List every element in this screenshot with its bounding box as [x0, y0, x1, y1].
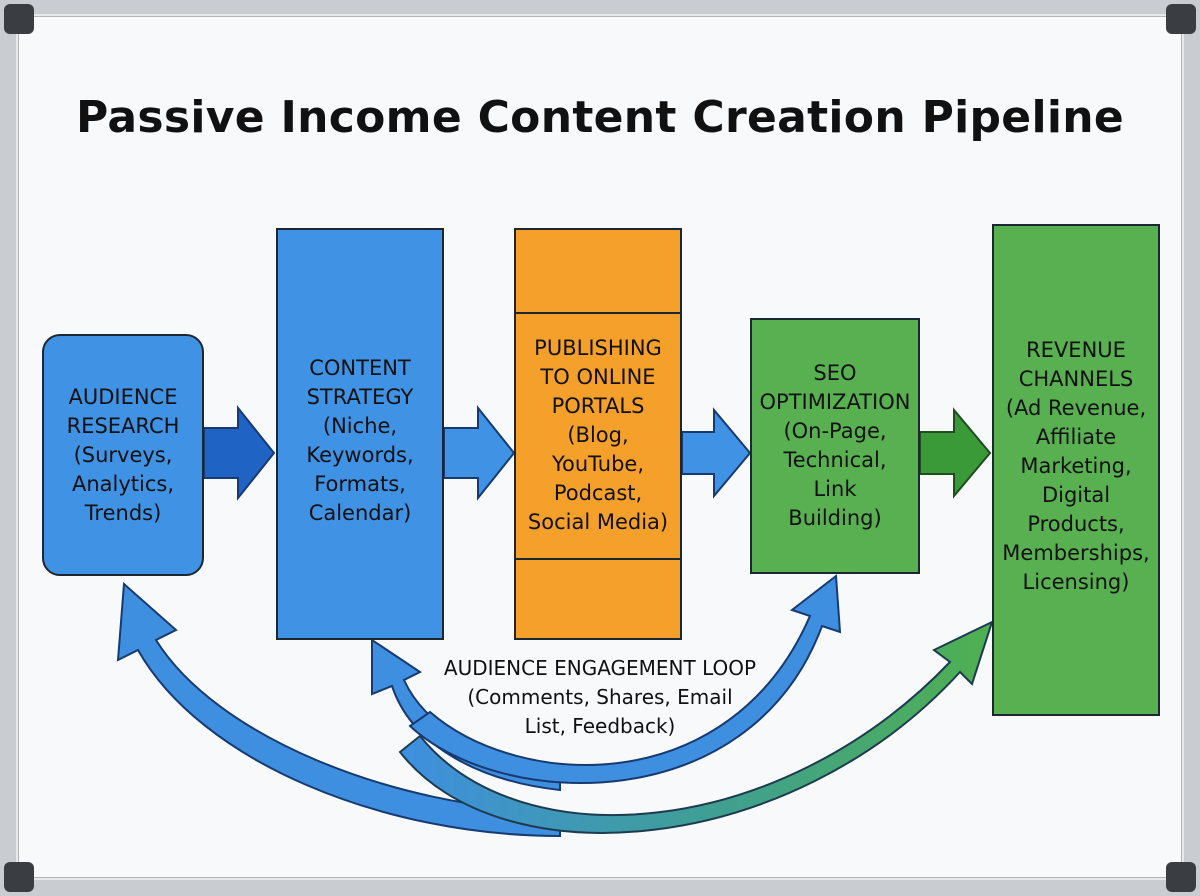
diagram-title: Passive Income Content Creation Pipeline [76, 92, 1124, 143]
loop-title: AUDIENCE ENGAGEMENT LOOP [443, 656, 757, 680]
stage-heading-line: PORTALS [551, 394, 645, 418]
stage-detail-line: Technical, [783, 448, 887, 472]
stage-heading-line: CONTENT [309, 356, 411, 380]
stage-heading-line: TO ONLINE [540, 365, 656, 389]
stage-detail-line: Marketing, [1020, 454, 1132, 478]
board-corner [1166, 862, 1196, 892]
arrow-seo-to-revenue [919, 407, 992, 499]
board-corner [1166, 4, 1196, 34]
divider-line [516, 312, 680, 314]
engagement-loop-label: AUDIENCE ENGAGEMENT LOOP (Comments, Shar… [420, 654, 780, 741]
stage-detail-line: Link [813, 477, 857, 501]
arrow-research-to-strategy [203, 405, 276, 501]
stage-detail-line: (Blog, [567, 423, 629, 447]
stage-detail-line: (Surveys, [73, 442, 173, 467]
stage-detail-line: YouTube, [551, 452, 645, 476]
stage-detail-line: Formats, [314, 472, 406, 496]
stage-audience-research: AUDIENCE RESEARCH (Surveys, Analytics, T… [42, 334, 204, 576]
stage-detail-line: Licensing) [1022, 570, 1130, 594]
arrow-publish-to-seo [681, 407, 752, 499]
loop-arrow-to-revenue [398, 620, 994, 834]
stage-detail-line: Social Media) [527, 510, 669, 534]
stage-detail-line: (Ad Revenue, [1005, 396, 1147, 420]
stage-heading-line: AUDIENCE [68, 384, 178, 409]
board-corner [4, 4, 34, 34]
stage-heading-line: SEO [813, 361, 857, 385]
stage-heading-line: REVENUE [1026, 338, 1126, 362]
stage-detail-line: Affiliate [1035, 425, 1117, 449]
divider-line [516, 558, 680, 560]
stage-detail-line: Analytics, [71, 471, 175, 496]
stage-detail-line: Calendar) [308, 501, 412, 525]
loop-arrow-to-seo [408, 574, 842, 784]
stage-detail-line: Building) [788, 506, 882, 530]
stage-heading-line: OPTIMIZATION [759, 390, 911, 414]
stage-detail-line: Digital [1041, 483, 1111, 507]
stage-detail-line: Podcast, [553, 481, 643, 505]
stage-detail-line: (On-Page, [783, 419, 887, 443]
loop-detail-line: (Comments, Shares, Email [467, 685, 733, 709]
stage-detail-line: Keywords, [306, 443, 414, 467]
stage-revenue-channels: REVENUE CHANNELS (Ad Revenue, Affiliate … [992, 224, 1160, 716]
stage-detail-line: Products, [1027, 512, 1125, 536]
board-corner [4, 862, 34, 892]
stage-detail-line: (Niche, [322, 414, 398, 438]
stage-content-strategy: CONTENT STRATEGY (Niche, Keywords, Forma… [276, 228, 444, 640]
stage-heading-line: RESEARCH [66, 413, 180, 438]
stage-heading-line: STRATEGY [306, 385, 414, 409]
stage-heading-line: PUBLISHING [534, 336, 662, 360]
stage-heading-line: CHANNELS [1018, 367, 1134, 391]
stage-detail-line: Trends) [84, 500, 162, 525]
stage-seo-optimization: SEO OPTIMIZATION (On-Page, Technical, Li… [750, 318, 920, 574]
loop-detail-line: List, Feedback) [524, 714, 676, 738]
arrow-strategy-to-publish [443, 405, 516, 501]
stage-publishing: PUBLISHING TO ONLINE PORTALS (Blog, YouT… [514, 228, 682, 640]
stage-detail-line: Memberships, [1002, 541, 1150, 565]
